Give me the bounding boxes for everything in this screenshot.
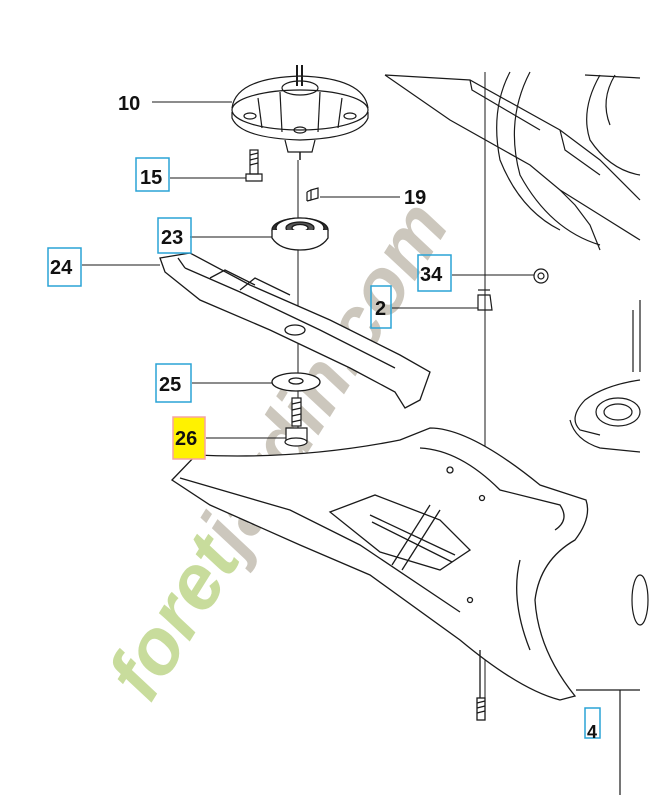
callout-15: 15 (140, 167, 162, 189)
callout-26: 26 (175, 428, 197, 450)
blade-guard (170, 427, 589, 721)
callout-box-15 (135, 157, 170, 192)
callout-box-26 (172, 416, 206, 460)
blade (159, 252, 431, 409)
blade-bolt (284, 397, 308, 447)
callout-box-24 (47, 247, 82, 287)
callout-4: 4 (587, 722, 597, 742)
callout-box-4 (584, 707, 601, 739)
callouts: 10 15 19 23 24 34 2 25 26 4 (47, 93, 601, 742)
callout-25: 25 (159, 374, 181, 396)
callout-23: 23 (161, 227, 183, 249)
bearing (271, 217, 329, 251)
callout-2: 2 (375, 298, 386, 320)
callout-19: 19 (404, 187, 426, 209)
callout-24: 24 (50, 257, 73, 279)
callout-box-2 (370, 285, 392, 329)
callout-10: 10 (118, 93, 140, 115)
callout-34: 34 (420, 264, 443, 286)
callout-box-25 (155, 363, 192, 403)
leader-lines (82, 101, 534, 439)
callout-box-34 (417, 254, 452, 292)
key (306, 187, 319, 202)
spindle-housing (231, 65, 369, 160)
callout-box-23 (157, 217, 192, 254)
washer (271, 372, 321, 392)
housing-screw (245, 149, 263, 182)
